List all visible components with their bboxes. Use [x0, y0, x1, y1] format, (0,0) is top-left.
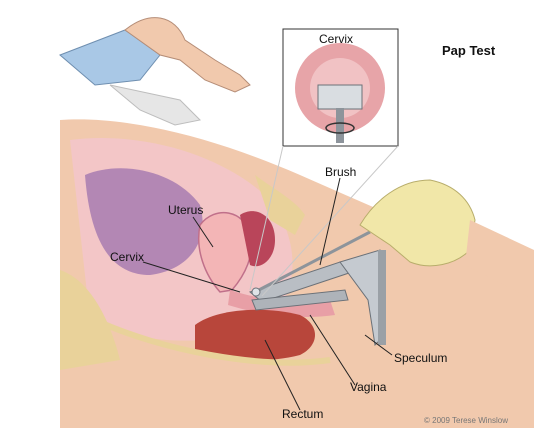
copyright-credit: © 2009 Terese Winslow: [424, 414, 508, 428]
label-inset-cervix: Cervix: [319, 32, 353, 46]
label-rectum: Rectum: [282, 407, 323, 421]
label-brush: Brush: [325, 165, 356, 179]
label-uterus: Uterus: [168, 203, 203, 217]
label-vagina: Vagina: [350, 380, 386, 394]
diagram-title: Pap Test: [442, 44, 495, 58]
label-cervix: Cervix: [110, 250, 144, 264]
brush-tip: [252, 288, 260, 296]
stirrup: [110, 85, 200, 125]
speculum-grip: [378, 250, 386, 345]
pelvic-cross-section: [60, 119, 534, 428]
inset-brush-head: [318, 85, 362, 109]
patient-on-table: [60, 18, 250, 125]
inset-brush-shaft: [336, 108, 344, 143]
label-speculum: Speculum: [394, 351, 447, 365]
